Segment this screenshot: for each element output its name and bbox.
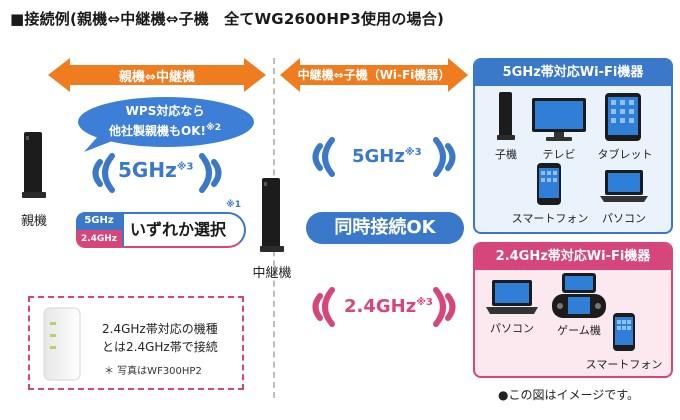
- simultaneous-banner: 同時接続OK: [306, 212, 464, 244]
- note-text: 2.4GHz帯対応の機種 とは2.4GHz帯で接続: [102, 320, 218, 356]
- tablet-icon: [605, 93, 641, 141]
- router-icon: [22, 132, 46, 198]
- left-5ghz-note: ※3: [176, 161, 194, 173]
- select-5ghz-text: 5GHz: [84, 215, 114, 226]
- bubble-shape: [78, 97, 254, 152]
- center-5ghz-note: ※3: [404, 147, 422, 158]
- footer-note: ●この図はイメージです。: [498, 388, 640, 402]
- smartphone-icon: [537, 163, 561, 205]
- center-5ghz-label: 5GHz※3: [352, 146, 422, 167]
- device-label-tv: テレビ: [542, 148, 576, 161]
- device-label-pc: パソコン: [602, 212, 646, 225]
- smartphone-icon: [613, 313, 635, 351]
- left-5ghz-label: 5GHz※3: [118, 158, 193, 182]
- device-label-smartphone: スマートフォン: [511, 212, 589, 225]
- select-text: いずれか選択: [130, 220, 227, 239]
- wave-icon: [92, 153, 115, 193]
- device-label-pc-24: パソコン: [490, 322, 534, 335]
- select-24ghz-tag: 2.4GHz: [76, 230, 122, 248]
- note-box: [28, 296, 244, 390]
- arrow-label-right: 中継機⇔子機（Wi-Fi機器）: [297, 68, 451, 82]
- center-24ghz-note: ※3: [416, 297, 433, 308]
- photo-note: ＊ 写真はWF300HP2: [104, 366, 202, 377]
- arrow-label-left: 親機⇔中継機: [119, 70, 195, 85]
- device-label-game: ゲーム機: [557, 324, 601, 337]
- router-icon: [260, 178, 284, 252]
- center-24ghz-text: 2.4GHz: [344, 296, 417, 317]
- note-line1: 2.4GHz帯対応の機種: [102, 322, 218, 336]
- router-icon: [497, 92, 515, 140]
- panel-24ghz-title: 2.4GHz帯対応Wi-Fi機器: [475, 244, 671, 270]
- simultaneous-text: 同時接続OK: [334, 217, 436, 238]
- double-arrow-left: [48, 58, 266, 92]
- wave-icon: [312, 287, 335, 327]
- select-note: ※1: [226, 200, 242, 210]
- game-console-icon: [552, 273, 606, 318]
- bubble-note: ※2: [205, 123, 221, 133]
- note-line2: とは2.4GHz帯で接続: [102, 340, 218, 354]
- device-label-tablet: タブレット: [597, 148, 653, 161]
- device-label-smartphone-24: スマートフォン: [585, 358, 663, 371]
- repeater-photo: [43, 307, 81, 381]
- panel-5ghz: 5GHz帯対応Wi-Fi機器: [473, 58, 673, 234]
- select-5ghz-tag: 5GHz: [76, 212, 122, 230]
- parent-router-label: 親機: [20, 214, 47, 229]
- select-box: いずれか選択: [122, 212, 246, 248]
- double-arrow-right: [280, 58, 468, 92]
- left-5ghz-text: 5GHz: [118, 158, 177, 182]
- tv-icon: [532, 98, 586, 141]
- bubble-text: WPS対応なら 他社製親機もOK!※2: [90, 103, 240, 140]
- wave-icon: [199, 153, 222, 193]
- bubble-line2: 他社製親機もOK!: [109, 124, 206, 138]
- bubble-line1: WPS対応なら: [125, 104, 205, 118]
- laptop-icon: [486, 280, 538, 314]
- wave-icon: [433, 287, 456, 327]
- repeater-label: 中継機: [252, 266, 292, 281]
- wave-icon: [433, 137, 456, 177]
- center-5ghz-text: 5GHz: [352, 146, 405, 167]
- panel-5ghz-title: 5GHz帯対応Wi-Fi機器: [475, 60, 671, 86]
- center-24ghz-label: 2.4GHz※3: [344, 296, 433, 317]
- device-label-child: 子機: [495, 148, 517, 161]
- laptop-icon: [600, 170, 648, 202]
- page-title: ■接続例(親機⇔中継機⇔子機 全てWG2600HP3使用の場合): [10, 10, 445, 28]
- select-24ghz-text: 2.4GHz: [80, 234, 118, 244]
- wave-icon: [312, 137, 335, 177]
